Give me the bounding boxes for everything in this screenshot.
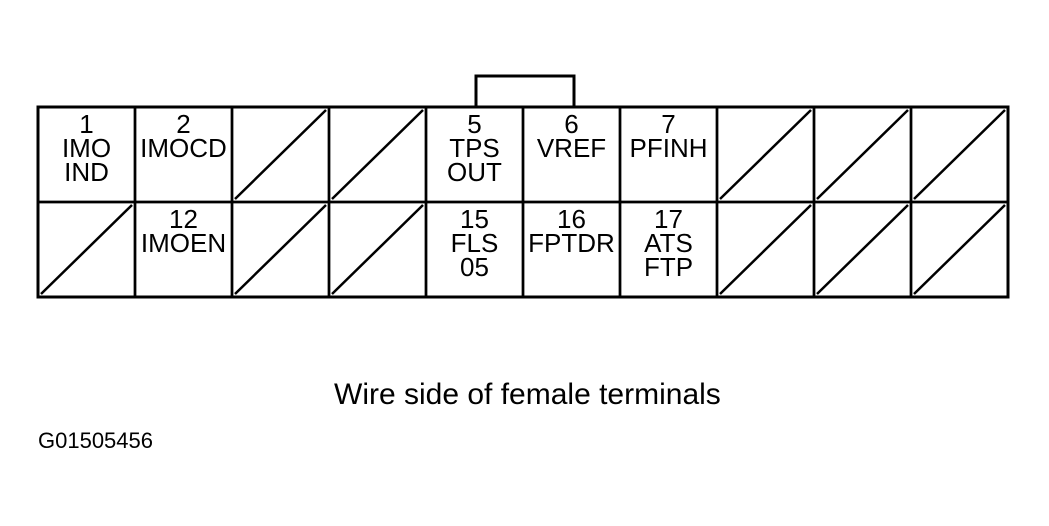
pin-number: 17 (654, 204, 683, 234)
empty-cavity (327, 200, 428, 299)
unused-cavity-slash (913, 204, 1006, 295)
unused-cavity-slash (40, 204, 133, 295)
unused-cavity-slash (816, 109, 909, 200)
pin-signal-label: FTP (644, 252, 693, 282)
locking-tab (474, 74, 576, 107)
pin-signal-label: PFINH (630, 133, 708, 163)
pin-number: 2 (176, 109, 190, 139)
pin-signal-label: ATS (644, 228, 693, 258)
empty-cavity (230, 105, 331, 204)
empty-cavity (812, 200, 913, 299)
pin-signal-label: IMO (62, 133, 111, 163)
cavity-outline (909, 200, 1010, 299)
pin-number: 5 (467, 109, 481, 139)
unused-cavity-slash (234, 109, 327, 200)
unused-cavity-slash (234, 204, 327, 295)
connector-body: 1IMOIND2IMOCD5TPSOUT6VREF7PFINH12IMOEN15… (36, 74, 1010, 299)
pin-number: 16 (557, 204, 586, 234)
pin-signal-label: FPTDR (528, 228, 615, 258)
empty-cavity (230, 200, 331, 299)
pin-signal-label: OUT (447, 157, 502, 187)
unused-cavity-slash (331, 204, 424, 295)
empty-cavity (715, 105, 816, 204)
empty-cavity (715, 200, 816, 299)
pin-signal-label: FLS (451, 228, 499, 258)
unused-cavity-slash (913, 109, 1006, 200)
unused-cavity-slash (816, 204, 909, 295)
pin-number: 1 (79, 109, 93, 139)
pin-signal-label: IND (64, 157, 109, 187)
pin-signal-label: TPS (449, 133, 500, 163)
unused-cavity-slash (331, 109, 424, 200)
pin-signal-label: IMOCD (140, 133, 227, 163)
pin-number: 12 (169, 204, 198, 234)
empty-cavity (327, 105, 428, 204)
figure-id: G01505456 (38, 428, 153, 453)
unused-cavity-slash (719, 109, 812, 200)
pin-signal-label: 05 (460, 252, 489, 282)
pin-number: 15 (460, 204, 489, 234)
unused-cavity-slash (719, 204, 812, 295)
caption: Wire side of female terminals (334, 378, 721, 411)
pin-number: 6 (564, 109, 578, 139)
pin-signal-label: VREF (537, 133, 606, 163)
empty-cavity (909, 200, 1010, 299)
empty-cavity (36, 200, 137, 299)
empty-cavity (812, 105, 913, 204)
pin-signal-label: IMOEN (141, 228, 226, 258)
pin-number: 7 (661, 109, 675, 139)
empty-cavity (909, 105, 1010, 204)
